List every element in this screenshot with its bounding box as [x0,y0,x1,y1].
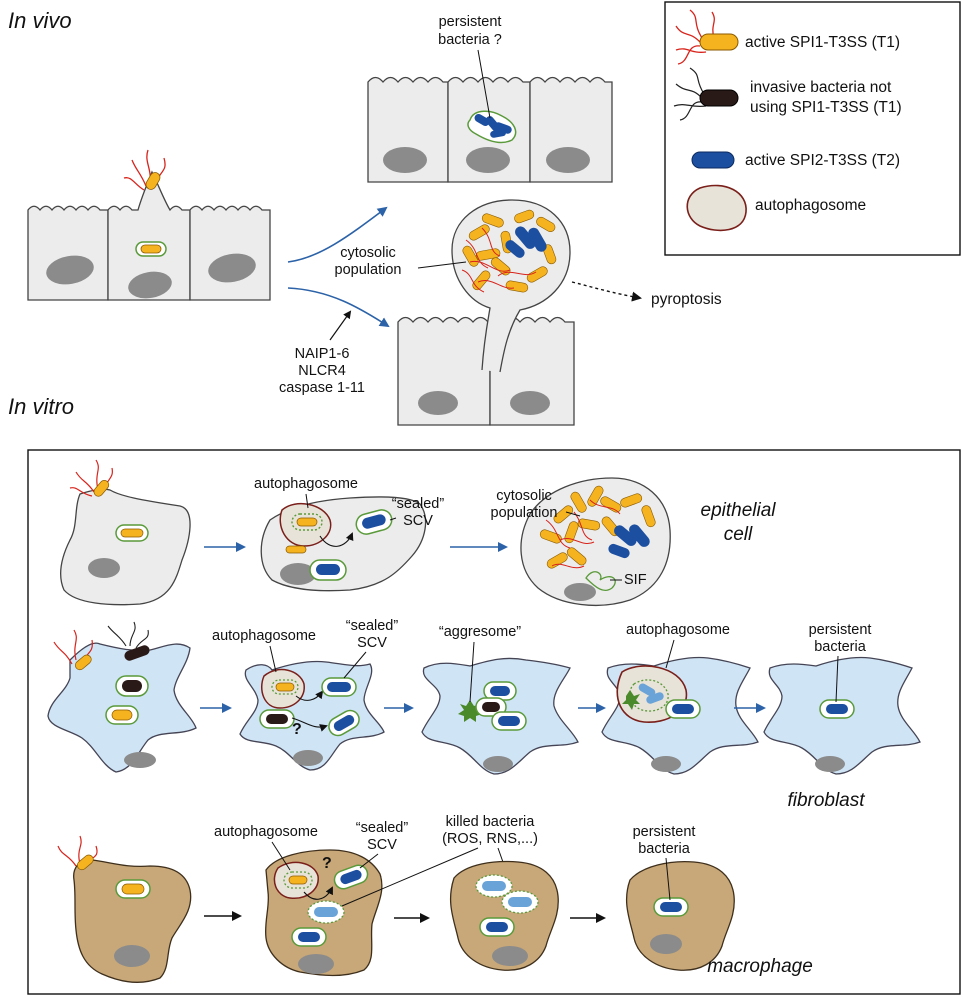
legend: active SPI1-T3SS (T1) invasive bacteria … [664,1,961,256]
macrophage-cell-2: ? [264,849,383,977]
cell-type-epithelial: epithelial [701,500,777,521]
epithelial-cell-2 [260,496,427,592]
leader-line [359,853,379,869]
label-pyroptosis: pyroptosis [651,291,722,308]
cytosolic-population-cluster [539,485,656,569]
fibroblast-cell-3 [421,657,579,775]
label-sealed-scv: SCV [403,513,433,529]
label-cytosolic-population: cytosolic [340,245,396,261]
label-sealed-scv: SCV [367,837,397,853]
fibroblast-cell-2: ? [239,660,385,771]
label-autophagosome: autophagosome [626,622,730,638]
inflammasome-arrow [329,310,352,341]
legend-invasive-label-1: invasive bacteria not [750,79,892,96]
label-sealed-scv: “sealed” [356,820,409,836]
in-vivo-epithelium-left [27,149,271,301]
label-persistent-bacteria: persistent [633,824,696,840]
legend-t1-label: active SPI1-T3SS (T1) [745,34,900,51]
question-mark: ? [292,721,302,738]
label-naip: NAIP1-6 [295,346,350,362]
cytosolic-population-cluster [461,209,557,293]
leader-line [305,493,309,509]
t1-bacterium-icon [675,9,739,65]
label-autophagosome: autophagosome [212,628,316,644]
label-persistent-bacteria: persistent [439,14,502,30]
label-killed-bacteria: killed bacteria [446,814,536,830]
flow-arrow [287,287,390,328]
question-mark: ? [322,855,332,872]
leader-line [665,639,675,669]
label-persistent-bacteria: bacteria ? [438,32,502,48]
in-vivo-epithelium-extrusion [397,199,575,426]
leader-line [665,857,671,901]
label-persistent-bacteria: bacteria [814,639,867,655]
epithelial-cell-3 [520,477,671,607]
macrophage-cell-3 [450,860,559,971]
macrophage-cell-4 [626,860,735,971]
leader-line [341,847,479,907]
label-persistent-bacteria: persistent [809,622,872,638]
in-vivo-epithelium-persistent [367,76,613,183]
label-sealed-scv: “sealed” [346,618,399,634]
cell-type-fibroblast: fibroblast [787,790,865,811]
label-cytosolic-population: population [335,262,402,278]
legend-autophagosome-label: autophagosome [755,197,866,214]
fibroblast-cell-4 [601,656,759,775]
leader-line [271,841,291,871]
in-vitro-heading: In vitro [8,394,74,419]
leader-line [343,651,367,679]
invasive-bacterium-icon [673,67,739,121]
fibroblast-cell-5 [763,656,921,775]
t2-bacterium-icon [691,151,735,169]
label-sealed-scv: SCV [357,635,387,651]
cell-type-epithelial: cell [724,524,753,545]
label-caspase: caspase 1-11 [279,380,365,396]
flow-arrow [287,206,388,263]
label-killed-bacteria: (ROS, RNS,...) [442,831,538,847]
label-sealed-scv: “sealed” [392,496,445,512]
legend-invasive-label-2: using SPI1-T3SS (T1) [750,99,902,116]
macrophage-cell-1 [57,835,192,984]
label-nlcr4: NLCR4 [298,363,346,379]
label-aggresome: “aggresome” [439,624,521,640]
label-cytosolic-population: cytosolic [496,488,552,504]
pyroptosis-arrow [571,281,642,302]
epithelial-cell-1 [60,459,191,606]
label-autophagosome: autophagosome [254,476,358,492]
leader-line [835,655,839,703]
leader-line [565,511,581,517]
leader-line [477,49,491,119]
label-autophagosome: autophagosome [214,824,318,840]
in-vivo-heading: In vivo [8,8,72,33]
label-persistent-bacteria: bacteria [638,841,691,857]
in-vitro-panel [27,449,961,995]
cell-type-macrophage: macrophage [707,956,813,977]
fibroblast-cell-1 [47,621,197,773]
leader-line [417,261,467,269]
label-sif: SIF [624,572,647,588]
label-cytosolic-population: population [491,505,558,521]
leader-line [389,517,397,521]
leader-line [269,645,277,673]
legend-t2-label: active SPI2-T3SS (T2) [745,152,900,169]
leader-line [469,641,475,703]
autophagosome-icon [686,184,747,232]
